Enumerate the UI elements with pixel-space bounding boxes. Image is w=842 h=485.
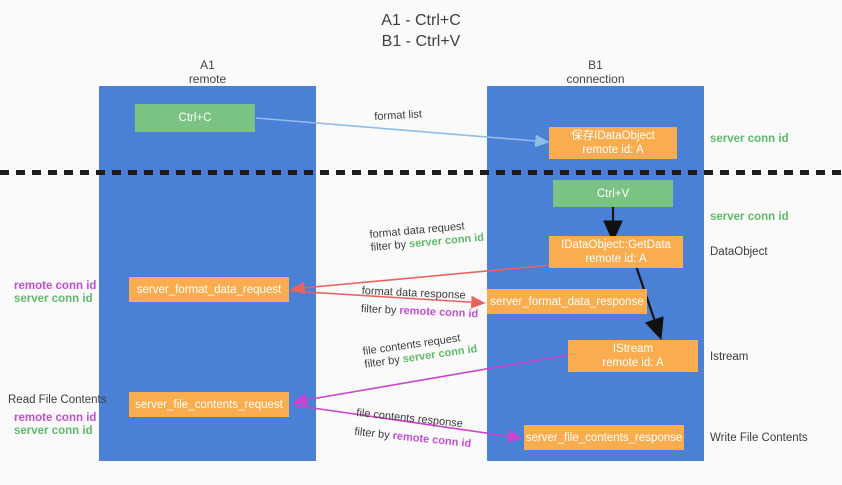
box-getdata-line1: IDataObject::GetData [561, 239, 671, 251]
right-label-server-conn-id-second: server conn id [710, 211, 789, 223]
box-server-format-data-response-label: server_format_data_response [490, 295, 644, 308]
label-format-data-response: format data response filter by remote co… [361, 285, 480, 321]
column-a1-name: A1 [200, 58, 215, 72]
label-format-data-response-line2: filter by remote conn id [361, 303, 479, 321]
box-server-file-contents-response-label: server_file_contents_response [525, 431, 683, 444]
box-ctrl-c-label: Ctrl+C [178, 112, 212, 124]
left-label-server-conn-id-1: server conn id [14, 293, 93, 305]
box-istream[interactable]: IStream remote id: A [568, 340, 698, 372]
column-b1-sub: connection [566, 72, 625, 86]
box-server-format-data-response[interactable]: server_format_data_response [487, 289, 647, 314]
left-label-remote-conn-id-1: remote conn id [14, 280, 97, 292]
left-label-remote-conn-id-2: remote conn id [14, 412, 97, 424]
box-server-format-data-request-label: server_format_data_request [136, 283, 282, 296]
column-header-b1: B1 connection [487, 58, 704, 86]
label-file-contents-response: file contents response filter by remote … [354, 407, 474, 451]
left-label-read-file-contents: Read File Contents [8, 394, 107, 406]
filter-by-remote-conn-id: remote conn id [392, 429, 472, 451]
box-server-file-contents-request[interactable]: server_file_contents_request [129, 392, 289, 417]
column-a1-sub: remote [188, 72, 227, 86]
left-label-server-conn-id-2: server conn id [14, 425, 93, 437]
box-server-file-contents-response[interactable]: server_file_contents_response [524, 425, 684, 450]
box-ctrl-v[interactable]: Ctrl+V [553, 180, 673, 207]
filter-by-remote-conn-id: remote conn id [399, 304, 479, 321]
label-format-list-text: format list [374, 108, 423, 123]
label-file-contents-request: file contents request filter by server c… [362, 330, 478, 372]
box-ctrl-v-label: Ctrl+V [596, 187, 630, 200]
right-label-dataobject: DataObject [710, 246, 768, 258]
box-ctrl-c[interactable]: Ctrl+C [135, 104, 255, 132]
box-server-format-data-request[interactable]: server_format_data_request [129, 277, 289, 302]
right-label-istream: Istream [710, 351, 749, 363]
phase-divider-dashed-line [0, 170, 842, 175]
box-server-file-contents-request-label: server_file_contents_request [135, 398, 283, 411]
right-label-write-file-contents: Write File Contents [710, 432, 808, 444]
box-idataobject-created[interactable]: 保存IDataObject remote id: A [549, 127, 677, 159]
filter-by-prefix: filter by [370, 238, 410, 254]
box-istream-line1: IStream [612, 343, 654, 355]
filter-by-prefix: filter by [360, 302, 400, 317]
label-format-list: format list [374, 108, 422, 124]
box-idataobject-getdata[interactable]: IDataObject::GetData remote id: A [549, 236, 683, 268]
label-format-data-request: format data request filter by server con… [369, 219, 485, 255]
column-b1-name: B1 [588, 58, 603, 72]
label-format-data-response-line1: format data response [361, 285, 466, 302]
box-getdata-line2: remote id: A [585, 253, 647, 265]
filter-by-prefix: filter by [353, 425, 394, 442]
box-istream-line2: remote id: A [602, 357, 664, 369]
page-title: A1 - Ctrl+C B1 - Ctrl+V [381, 12, 461, 50]
column-header-a1: A1 remote [99, 58, 316, 86]
box-idataobject-created-line2: remote id: A [582, 144, 644, 156]
right-label-server-conn-id-top: server conn id [710, 133, 789, 145]
box-idataobject-created-line1: 保存IDataObject [571, 130, 655, 142]
